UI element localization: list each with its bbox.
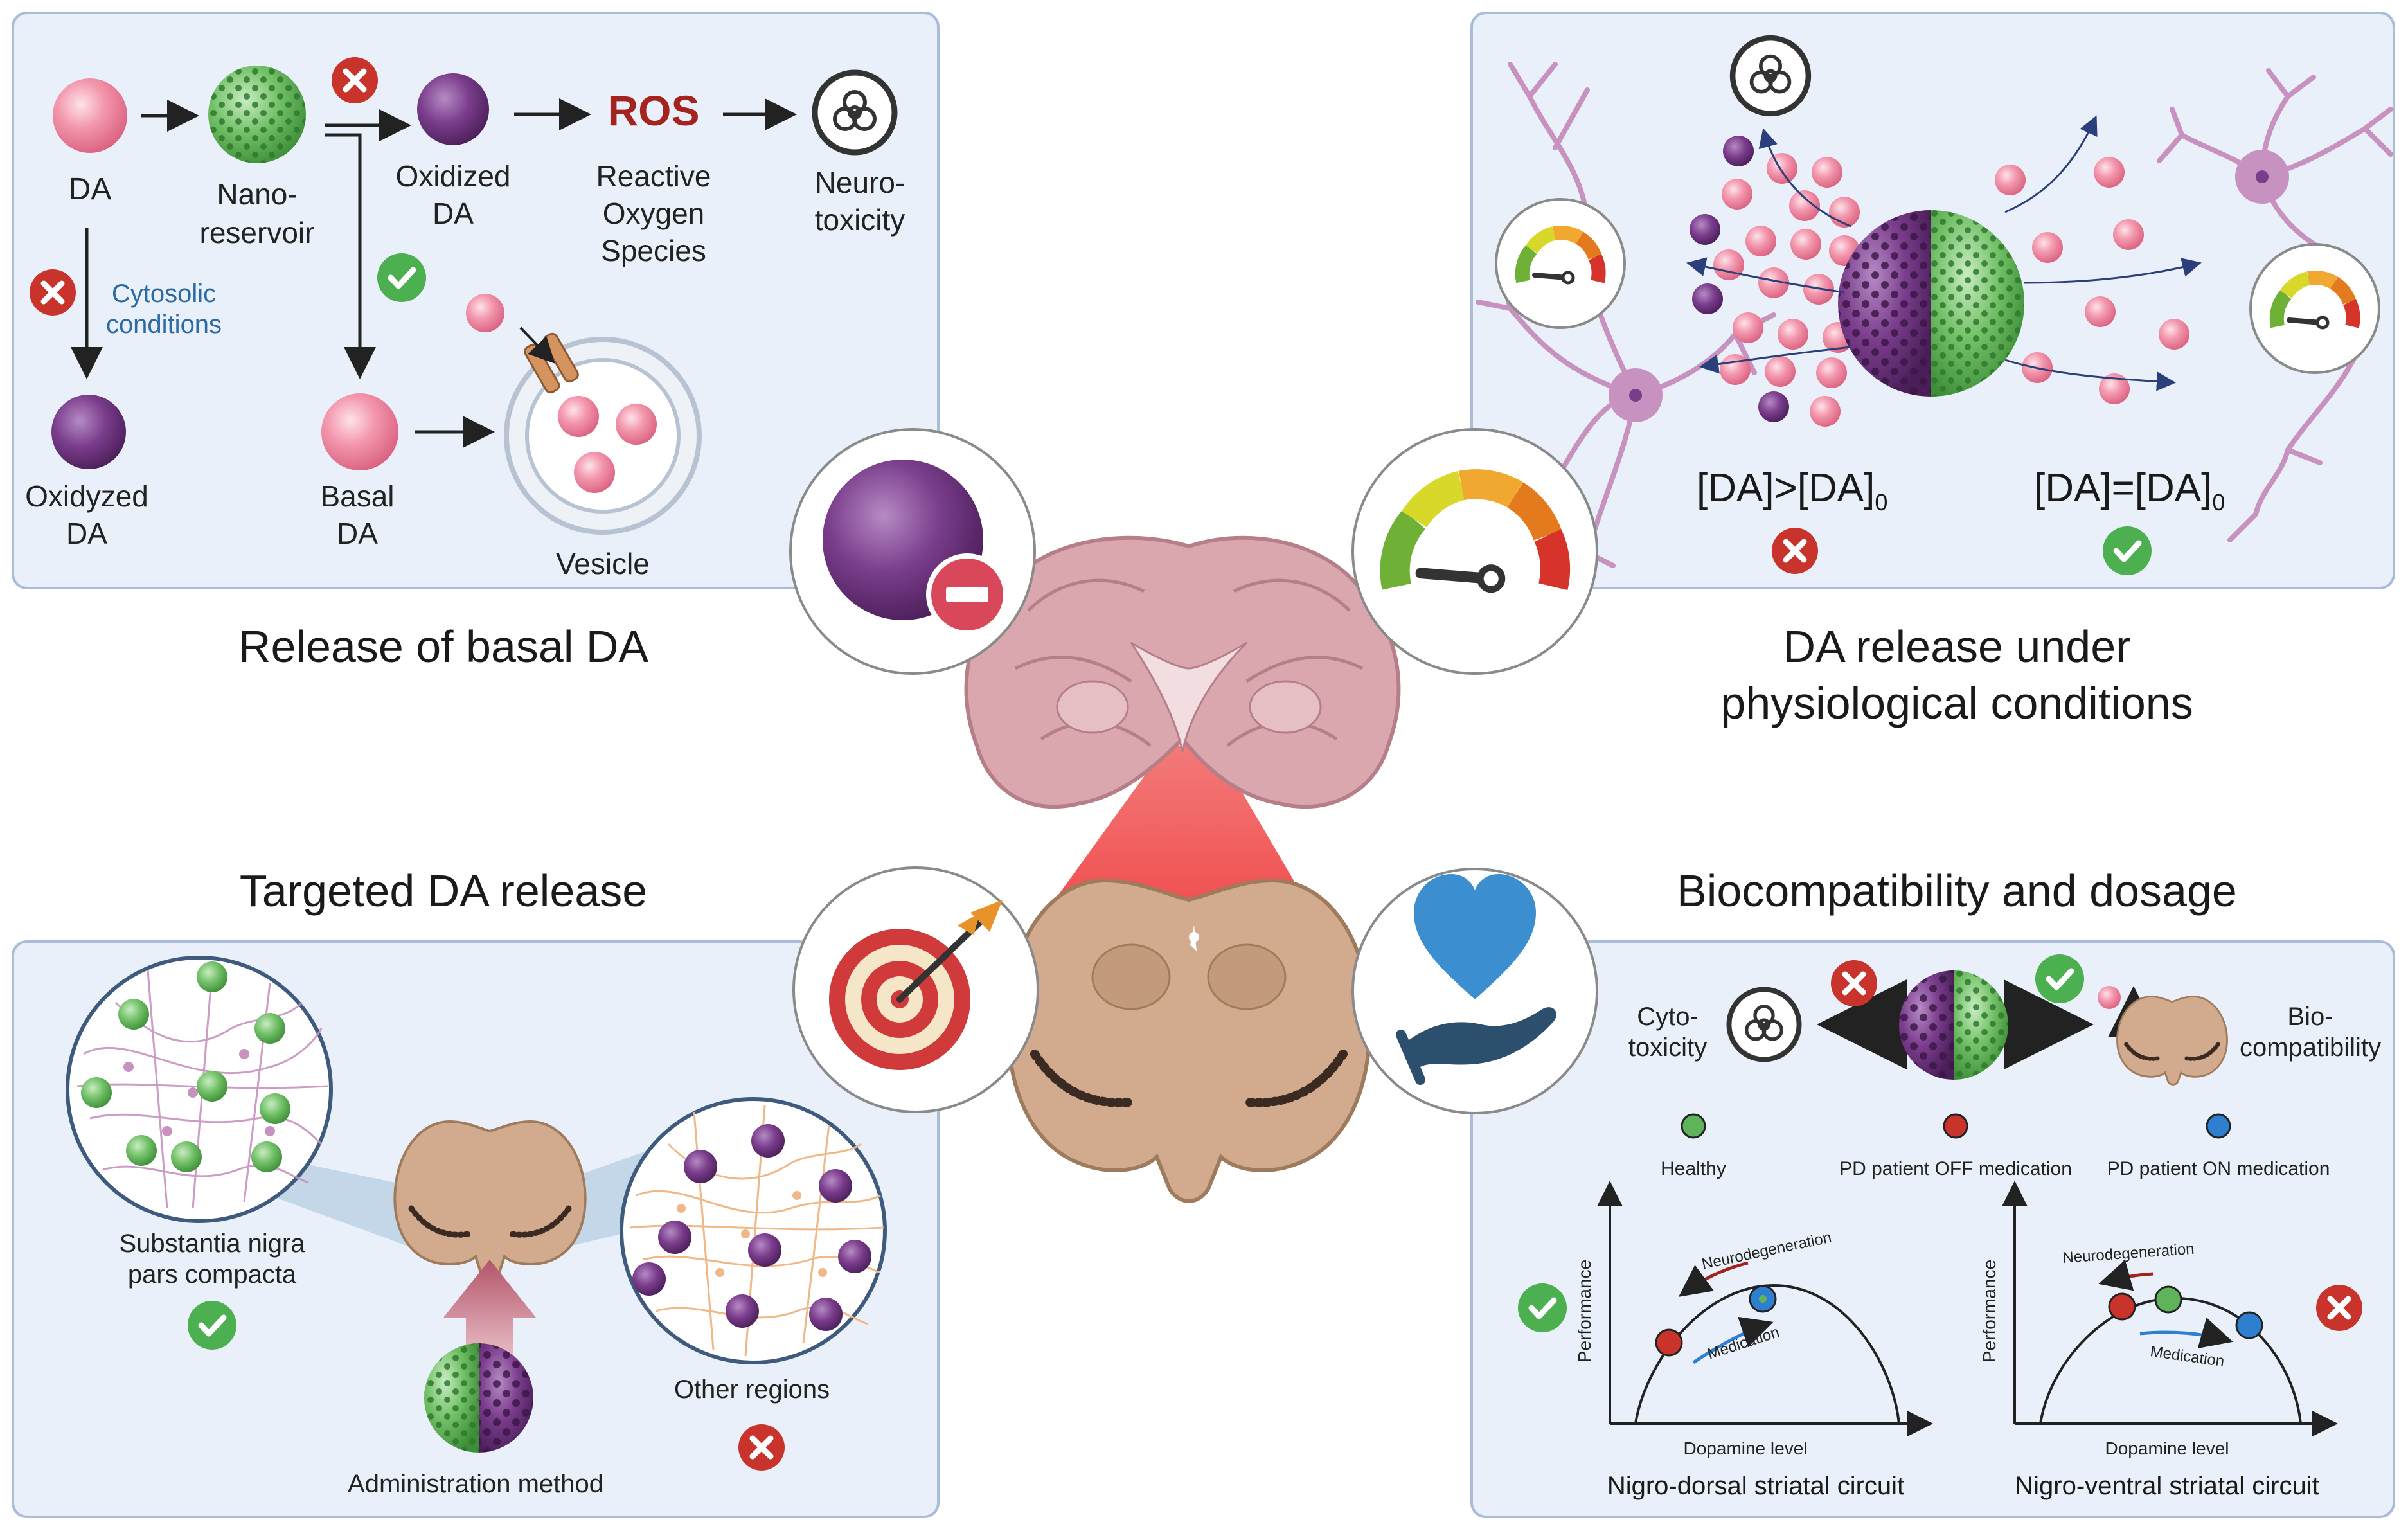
- brain-illustration: [964, 535, 1401, 1203]
- title-targeted: Targeted DA release: [240, 866, 647, 916]
- admin-label: Administration method: [348, 1470, 603, 1498]
- label-da-eq: [DA]=[DA]0: [2034, 466, 2225, 515]
- snpc-zoom: [66, 956, 333, 1223]
- purple-oxidized-cluster: [1690, 136, 1789, 422]
- brainstem-small: [2116, 996, 2228, 1086]
- admin-nanoreservoir: [424, 1343, 533, 1453]
- ros-full-1: Reactive: [596, 159, 711, 193]
- vesicle: [504, 326, 702, 535]
- panel-biocompat: Cyto- toxicity Bio- compatibility Health…: [1518, 954, 2381, 1500]
- cyto-label-2: toxicity: [1628, 1033, 1707, 1062]
- cross-icon: [332, 57, 378, 103]
- cross-icon: [30, 269, 76, 316]
- heart-hand-icon: [1396, 874, 1556, 1085]
- legend-on: PD patient ON medication: [2107, 1158, 2330, 1179]
- legend-healthy: Healthy: [1661, 1158, 1726, 1179]
- cross-icon: [738, 1424, 785, 1471]
- title-basal: Release of basal DA: [238, 621, 648, 672]
- neuro-label-1: Neuro-: [815, 166, 905, 199]
- da-label: DA: [69, 172, 112, 206]
- title-physio-1: DA release under: [1783, 621, 2131, 672]
- basal-label-2: DA: [337, 517, 378, 550]
- yaxis-label-2: Performance: [1979, 1260, 1999, 1363]
- brainstem-mini: [393, 1120, 587, 1280]
- label-da-high: [DA]>[DA]0: [1697, 466, 1887, 515]
- nanoreservoir-particle: [208, 66, 306, 163]
- check-icon: [377, 253, 426, 302]
- cyto-label-1: Cyto-: [1637, 1003, 1699, 1031]
- release-arrows: [1686, 115, 2202, 391]
- biocompat-nanoreservoir: [1899, 970, 2008, 1080]
- bio-label-1: Bio-: [2287, 1003, 2333, 1031]
- bio-label-2: compatibility: [2240, 1033, 2381, 1062]
- circuit2-label: Nigro-ventral striatal circuit: [2015, 1472, 2319, 1500]
- panel-targeted: Substantia nigra pars compacta Administr…: [66, 956, 887, 1498]
- oxidyzed-da-particle: [51, 395, 126, 469]
- biohazard-icon: [1729, 989, 1799, 1059]
- icon-heart-hand: [1351, 868, 1598, 1114]
- title-physio-2: physiological conditions: [1720, 678, 2193, 728]
- panel-biocompat-bg: [1470, 940, 2395, 1518]
- ros-full-3: Species: [601, 234, 706, 267]
- oxidized-label-1: Oxidized: [396, 159, 511, 193]
- legend-off: PD patient OFF medication: [1839, 1158, 2072, 1179]
- vesicle-label: Vesicle: [556, 547, 650, 580]
- check-icon: [1518, 1283, 1567, 1332]
- title-biocompat: Biocompatibility and dosage: [1677, 866, 2237, 916]
- cross-icon: [2316, 1285, 2362, 1331]
- admin-arrow: [443, 1260, 536, 1356]
- cytosolic-label-1: Cytosolic: [112, 280, 216, 308]
- icon-target: [792, 866, 1039, 1113]
- xaxis-label: Dopamine level: [1684, 1438, 1808, 1458]
- ros-label: ROS: [607, 87, 699, 134]
- nano-label-2: reservoir: [200, 216, 315, 249]
- check-icon: [188, 1301, 236, 1350]
- biohazard-icon: [815, 73, 895, 152]
- xaxis-label-2: Dopamine level: [2105, 1438, 2229, 1458]
- pink-da-cluster: [1713, 153, 2189, 427]
- icon-gauge-large: [1351, 428, 1598, 675]
- cross-icon: [1831, 960, 1877, 1006]
- biohazard-icon: [1733, 38, 1808, 114]
- dual-nanoreservoir: [1838, 210, 2024, 397]
- neuro-label-2: toxicity: [815, 203, 905, 237]
- da-particle: [53, 78, 127, 153]
- brainstem-section: [1006, 878, 1372, 1203]
- cross-icon: [1772, 528, 1818, 574]
- cytosolic-label-2: conditions: [106, 310, 222, 339]
- yaxis-label: Performance: [1574, 1260, 1594, 1363]
- pink-particle-small: [2098, 986, 2121, 1009]
- check-icon: [2035, 954, 2084, 1003]
- legend-healthy-dot: [1681, 1113, 1706, 1139]
- check-icon: [2103, 526, 2152, 575]
- legend-on-dot: [2206, 1113, 2231, 1139]
- icon-purple-minus: [789, 428, 1036, 675]
- basal-da-particle: [321, 393, 398, 470]
- oxidized-da-particle: [417, 73, 489, 145]
- basal-label-1: Basal: [320, 479, 394, 513]
- oxidyzed-label-1: Oxidyzed: [25, 479, 148, 513]
- snpc-label-1: Substantia nigra: [119, 1229, 305, 1258]
- other-regions-label: Other regions: [674, 1375, 830, 1404]
- panel-basal: DA Nano- reservoir Oxidized DA ROS React…: [25, 57, 905, 580]
- other-regions-zoom: [620, 1097, 887, 1364]
- oxidized-label-2: DA: [433, 197, 474, 230]
- ros-full-2: Oxygen: [603, 197, 705, 230]
- target-icon: [829, 900, 1003, 1070]
- panel-physio: [DA]>[DA]0 [DA]=[DA]0: [1476, 38, 2393, 575]
- snpc-label-2: pars compacta: [128, 1260, 297, 1289]
- oxidyzed-label-2: DA: [66, 517, 107, 550]
- pink-particle-floating: [466, 294, 504, 332]
- nano-label-1: Nano-: [217, 177, 297, 211]
- legend-off-dot: [1943, 1113, 1968, 1139]
- circuit1-label: Nigro-dorsal striatal circuit: [1607, 1472, 1904, 1500]
